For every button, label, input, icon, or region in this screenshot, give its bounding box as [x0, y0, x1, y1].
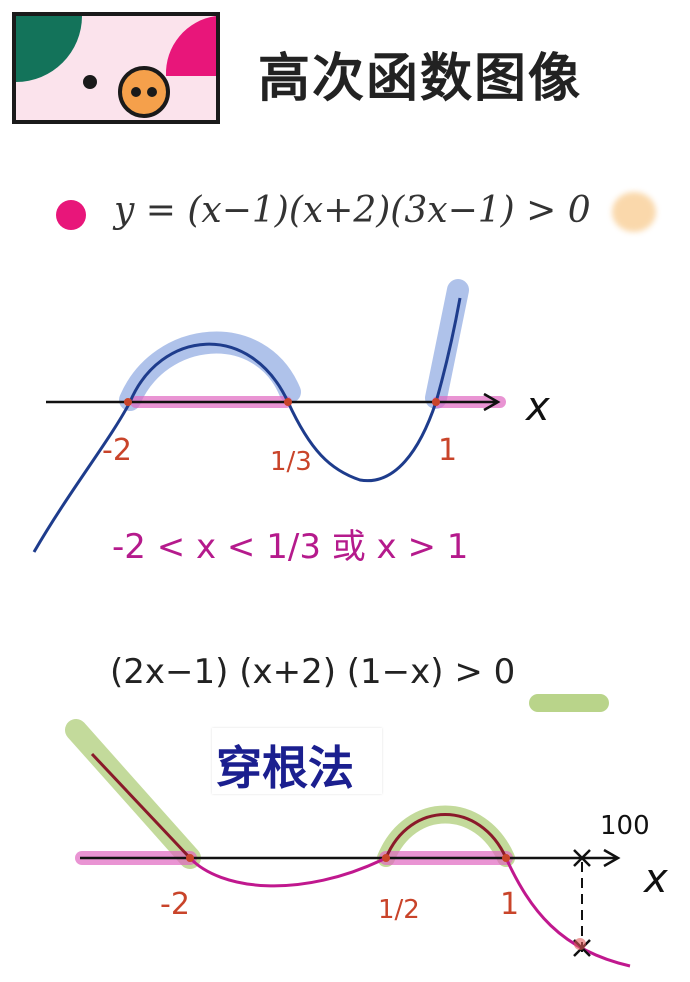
root-point — [284, 398, 292, 406]
curve-positive-left — [90, 752, 192, 860]
curve-negative-right — [504, 857, 631, 968]
bullet-dot — [56, 200, 86, 230]
solution-text: -2 < x < 1/3 或 x > 1 — [112, 527, 468, 567]
faded-bullet-dot — [612, 192, 656, 232]
x-axis-label: x — [524, 384, 550, 430]
root-point — [186, 854, 194, 862]
curve-negative — [188, 856, 387, 888]
positive-region-highlight-blue-right — [425, 279, 469, 409]
annotation-100: 100 — [600, 811, 650, 841]
root-label: 1 — [438, 433, 457, 468]
x-axis-arrow — [603, 848, 621, 868]
root-point — [124, 398, 132, 406]
page-title: 高次函数图像 — [258, 49, 583, 109]
equation-2: (2x−1) (x+2) (1−x) > 0 — [110, 652, 516, 692]
root-label: 1 — [500, 887, 519, 922]
graph-1: x -2 1/3 1 -2 < x < 1/3 或 x > 1 — [32, 279, 550, 567]
cubic-curve — [32, 297, 462, 553]
root-point — [382, 854, 390, 862]
method-label: 穿根法 — [216, 741, 354, 795]
greater-than-highlight — [529, 694, 609, 712]
marker-cross — [573, 849, 591, 867]
point-at-100 — [574, 938, 586, 950]
graph-2: x 100 -2 1/2 1 — [65, 719, 668, 968]
logo-badge — [12, 12, 220, 124]
root-label: -2 — [160, 887, 190, 922]
x-axis-arrow — [483, 392, 501, 412]
root-label: 1/3 — [270, 447, 312, 477]
root-point — [432, 398, 440, 406]
equation-1: y = (x−1)(x+2)(3x−1) > 0 — [114, 190, 591, 231]
root-label: -2 — [102, 433, 132, 468]
method-stamp: 穿根法 — [212, 728, 382, 795]
x-axis-label: x — [642, 856, 668, 902]
root-point — [502, 854, 510, 862]
curve-positive-middle — [384, 813, 508, 859]
root-label: 1/2 — [378, 895, 420, 925]
